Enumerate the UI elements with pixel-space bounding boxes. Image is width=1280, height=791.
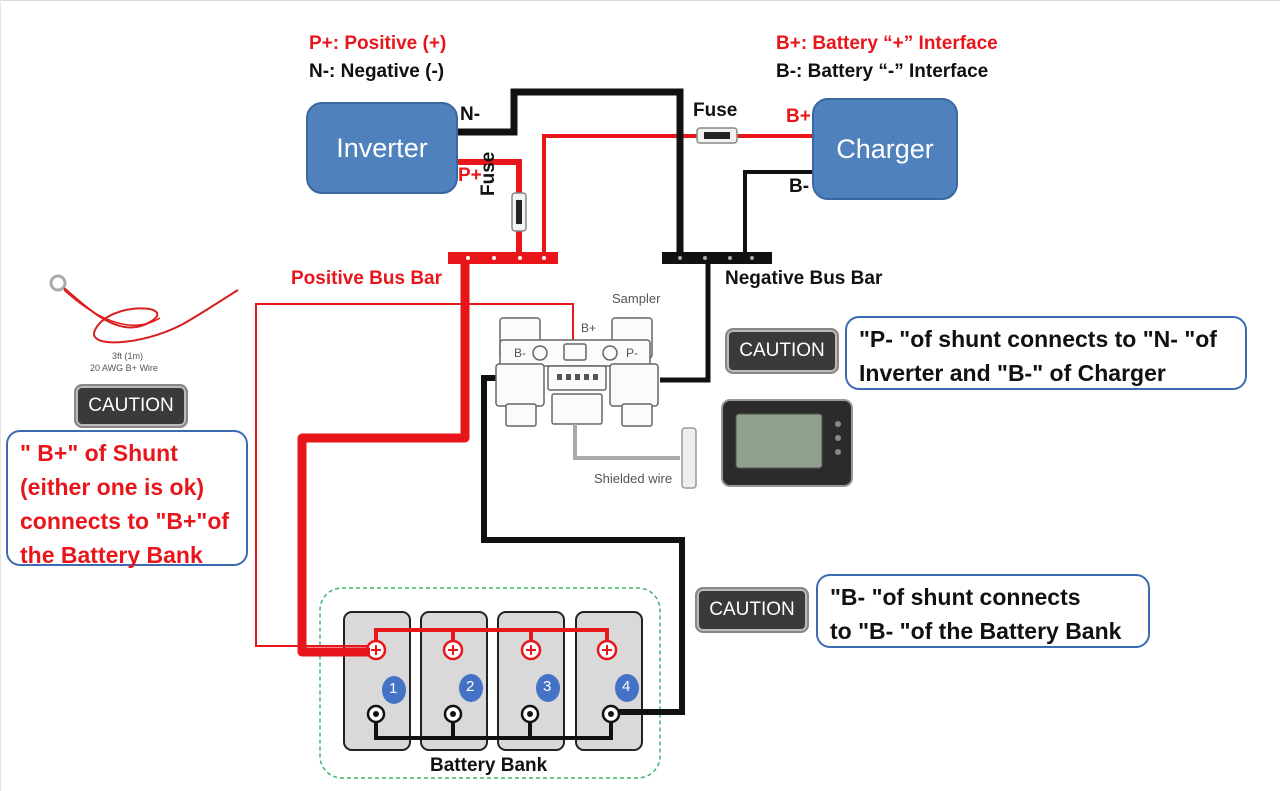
frame-top-line xyxy=(0,0,1280,1)
legend-negative: N-: Negative (-) xyxy=(309,61,445,82)
battery-bank-boundary xyxy=(319,587,661,779)
note-bminus: "B- "of shunt connects to "B- "of the Ba… xyxy=(816,574,1150,648)
shielded-wire-label: Shielded wire xyxy=(594,471,673,486)
legend-battery-negative: B-: Battery “-” Interface xyxy=(776,61,989,82)
battery-cell-3 xyxy=(497,611,565,751)
charger-box: Charger xyxy=(812,98,958,200)
battery-bank-label: Battery Bank xyxy=(430,755,548,776)
charger-pos-label: B+ xyxy=(786,106,811,127)
inverter-box: Inverter xyxy=(306,102,458,194)
cell-number-4: 4 xyxy=(622,678,631,695)
shunt-bminus-wire xyxy=(481,375,685,715)
note-pminus-line: Inverter and "B-" of Charger xyxy=(859,360,1166,386)
caution-badge-bplus: CAUTION xyxy=(74,384,188,428)
positive-main-wire xyxy=(297,262,470,657)
frame-left-line xyxy=(0,0,1,791)
wire-length-label: 3ft (1m) xyxy=(112,351,144,361)
inverter-neg-label: N- xyxy=(460,104,481,125)
cell-number-3: 3 xyxy=(543,678,552,695)
caution-badge-bminus: CAUTION xyxy=(695,587,809,633)
note-bplus: " B+" of Shunt (either one is ok) connec… xyxy=(6,430,248,568)
caution-badge-pminus: CAUTION xyxy=(725,328,839,374)
inverter-negative-wire xyxy=(458,88,684,258)
positive-bus-bar xyxy=(448,252,558,264)
shunt-bplus-wire xyxy=(255,303,574,647)
shunt-device xyxy=(495,317,659,427)
note-bplus-line: " B+" of Shunt xyxy=(20,440,178,466)
legend-battery-positive: B+: Battery “+” Interface xyxy=(776,33,998,54)
inverter-pos-label: P+ xyxy=(458,165,482,186)
note-bminus-line: "B- "of shunt connects xyxy=(830,584,1081,610)
shunt-pminus-label: P- xyxy=(626,346,638,360)
note-pminus: "P- "of shunt connects to "N- "of Invert… xyxy=(845,316,1247,390)
positive-bus-bar-label: Positive Bus Bar xyxy=(291,268,442,289)
note-bplus-line: connects to "B+"of xyxy=(20,508,230,534)
charger-neg-label: B- xyxy=(789,176,810,197)
series-link-negative xyxy=(374,714,613,740)
battery-cells xyxy=(343,611,643,751)
legend-positive: P+: Positive (+) xyxy=(309,33,447,54)
battery-cell-4 xyxy=(575,611,643,751)
note-bplus-line: (either one is ok) xyxy=(20,474,205,500)
charger-negative-wire xyxy=(743,170,812,258)
note-bplus-line: the Battery Bank xyxy=(20,542,203,568)
note-bminus-line: to "B- "of the Battery Bank xyxy=(830,618,1122,644)
cell-number-badges xyxy=(382,674,639,704)
sampler-label: Sampler xyxy=(612,291,661,306)
shunt-bminus-label: B- xyxy=(514,346,526,360)
cell-number-2: 2 xyxy=(466,678,475,695)
note-pminus-line: "P- "of shunt connects to "N- "of xyxy=(859,326,1217,352)
negative-bus-bar-label: Negative Bus Bar xyxy=(725,268,883,289)
battery-cell-2 xyxy=(420,611,488,751)
fuse-top-label: Fuse xyxy=(693,100,738,121)
negative-bus-bar xyxy=(662,252,772,264)
b-plus-wire-icon xyxy=(49,274,239,344)
shunt-pminus-wire xyxy=(660,262,711,383)
shielded-wire-cable xyxy=(573,424,680,460)
fuse-vertical-label: Fuse xyxy=(478,151,499,196)
shunt-bplus-label: B+ xyxy=(581,321,597,335)
positive-terminals xyxy=(365,639,618,661)
cell-number-1: 1 xyxy=(389,680,398,697)
wire-gauge-label: 20 AWG B+ Wire xyxy=(90,363,158,373)
